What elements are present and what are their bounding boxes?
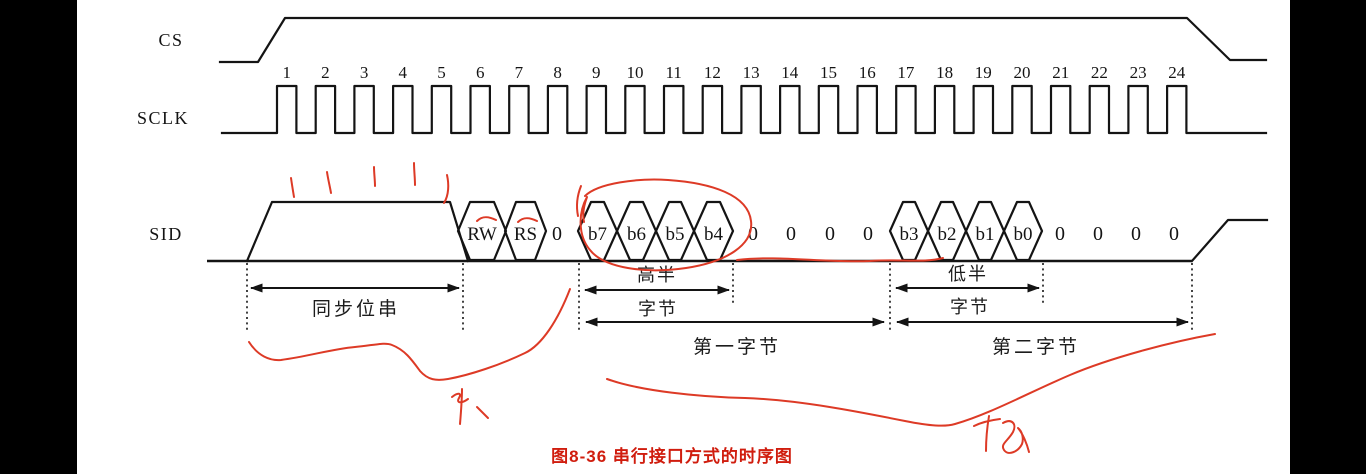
low-half-label-1: 低半: [948, 264, 988, 284]
red-scribble-char-right: [973, 415, 1030, 454]
bit-rs-label: RS: [514, 224, 537, 245]
sync-span-label: 同步位串: [312, 298, 400, 320]
bit-high-2-label: b5: [666, 224, 685, 245]
bit-high-3-cell: [692, 200, 735, 262]
bit-rw-label: RW: [467, 224, 497, 245]
zero-bit: 0: [1131, 223, 1141, 245]
sid-zero-bits: 0 0 0 0 0 0 0 0 0: [552, 223, 1179, 245]
bit-high-1-label: b6: [627, 224, 646, 245]
clock-number: 23: [1130, 63, 1147, 82]
clock-number: 15: [820, 63, 837, 82]
low-half-label-2: 字节: [950, 297, 990, 317]
red-tick-5: [443, 174, 450, 204]
figure-caption: 图8-36 串行接口方式的时序图: [551, 446, 793, 466]
zero-bit: 0: [825, 223, 835, 245]
clock-number: 24: [1168, 63, 1186, 82]
clock-number: 8: [553, 63, 562, 82]
sid-bit-cells: RW RS b7 b6 b5 b4 b3 b2 b1 b0: [456, 200, 1044, 262]
clock-number: 19: [975, 63, 992, 82]
cs-signal-label: CS: [158, 30, 183, 50]
red-tick-2: [326, 171, 332, 194]
clock-number: 10: [627, 63, 644, 82]
bit-low-1-label: b2: [938, 224, 957, 245]
zero-bit: 0: [786, 223, 796, 245]
zero-bit: 0: [863, 223, 873, 245]
clock-number: 22: [1091, 63, 1108, 82]
clock-number: 21: [1052, 63, 1069, 82]
high-half-label-1: 高半: [637, 265, 677, 285]
clock-number: 20: [1014, 63, 1031, 82]
dimension-guides: [246, 263, 1193, 333]
clock-number: 7: [515, 63, 524, 82]
red-circle-high-nibble: [579, 178, 753, 272]
zero-bit: 0: [552, 223, 562, 245]
sid-end-rise: [1190, 218, 1269, 263]
red-tick-4: [413, 162, 416, 186]
zero-bit: 0: [1093, 223, 1103, 245]
red-overbar-rs: [517, 217, 538, 223]
cs-waveform: [218, 16, 1268, 64]
clock-number: 4: [399, 63, 408, 82]
zero-bit: 0: [1169, 223, 1179, 245]
dimension-arrows: 同步位串 高半 字节 低半 字节 第一字节 第二字节: [250, 264, 1189, 358]
first-byte-label: 第一字节: [693, 336, 781, 358]
bit-high-0-label: b7: [588, 224, 607, 245]
clock-number: 17: [897, 63, 915, 82]
right-black-bar: [1290, 0, 1366, 474]
red-tick-3: [373, 166, 376, 187]
red-squiggle-left: [248, 288, 571, 381]
sclk-waveform: [220, 84, 1268, 135]
red-circle-tail: [576, 185, 582, 217]
clock-number: 2: [321, 63, 330, 82]
second-byte-label: 第二字节: [992, 336, 1080, 358]
red-tick-1: [290, 177, 295, 198]
clock-number: 13: [743, 63, 760, 82]
bit-high-3-label: b4: [704, 224, 724, 245]
clock-number: 16: [859, 63, 876, 82]
red-underline-zeros: [736, 257, 944, 263]
clock-number: 11: [666, 63, 682, 82]
clock-number: 14: [781, 63, 799, 82]
clock-number: 12: [704, 63, 721, 82]
sid-sync-trapezoid: [245, 200, 470, 263]
sid-signal-label: SID: [149, 224, 183, 244]
red-pen-annotations: [248, 162, 1216, 454]
bit-low-2-label: b1: [976, 224, 995, 245]
zero-bit: 0: [1055, 223, 1065, 245]
high-half-label-2: 字节: [638, 299, 678, 319]
clock-number: 3: [360, 63, 369, 82]
clock-number: 1: [282, 63, 291, 82]
bit-low-3-label: b0: [1014, 224, 1033, 245]
bit-low-3-cell: [1002, 200, 1044, 262]
clock-number: 6: [476, 63, 485, 82]
clock-number: 18: [936, 63, 953, 82]
red-overbar-rw: [476, 216, 497, 222]
zero-bit: 0: [748, 223, 758, 245]
clock-number: 9: [592, 63, 601, 82]
bit-low-0-label: b3: [900, 224, 919, 245]
bit-rs-cell: [503, 200, 548, 262]
red-scribble-char-left: [451, 388, 489, 425]
red-squiggle-right: [606, 333, 1216, 427]
sclk-signal-label: SCLK: [137, 108, 189, 128]
clock-number: 5: [437, 63, 446, 82]
left-black-bar: [0, 0, 77, 474]
